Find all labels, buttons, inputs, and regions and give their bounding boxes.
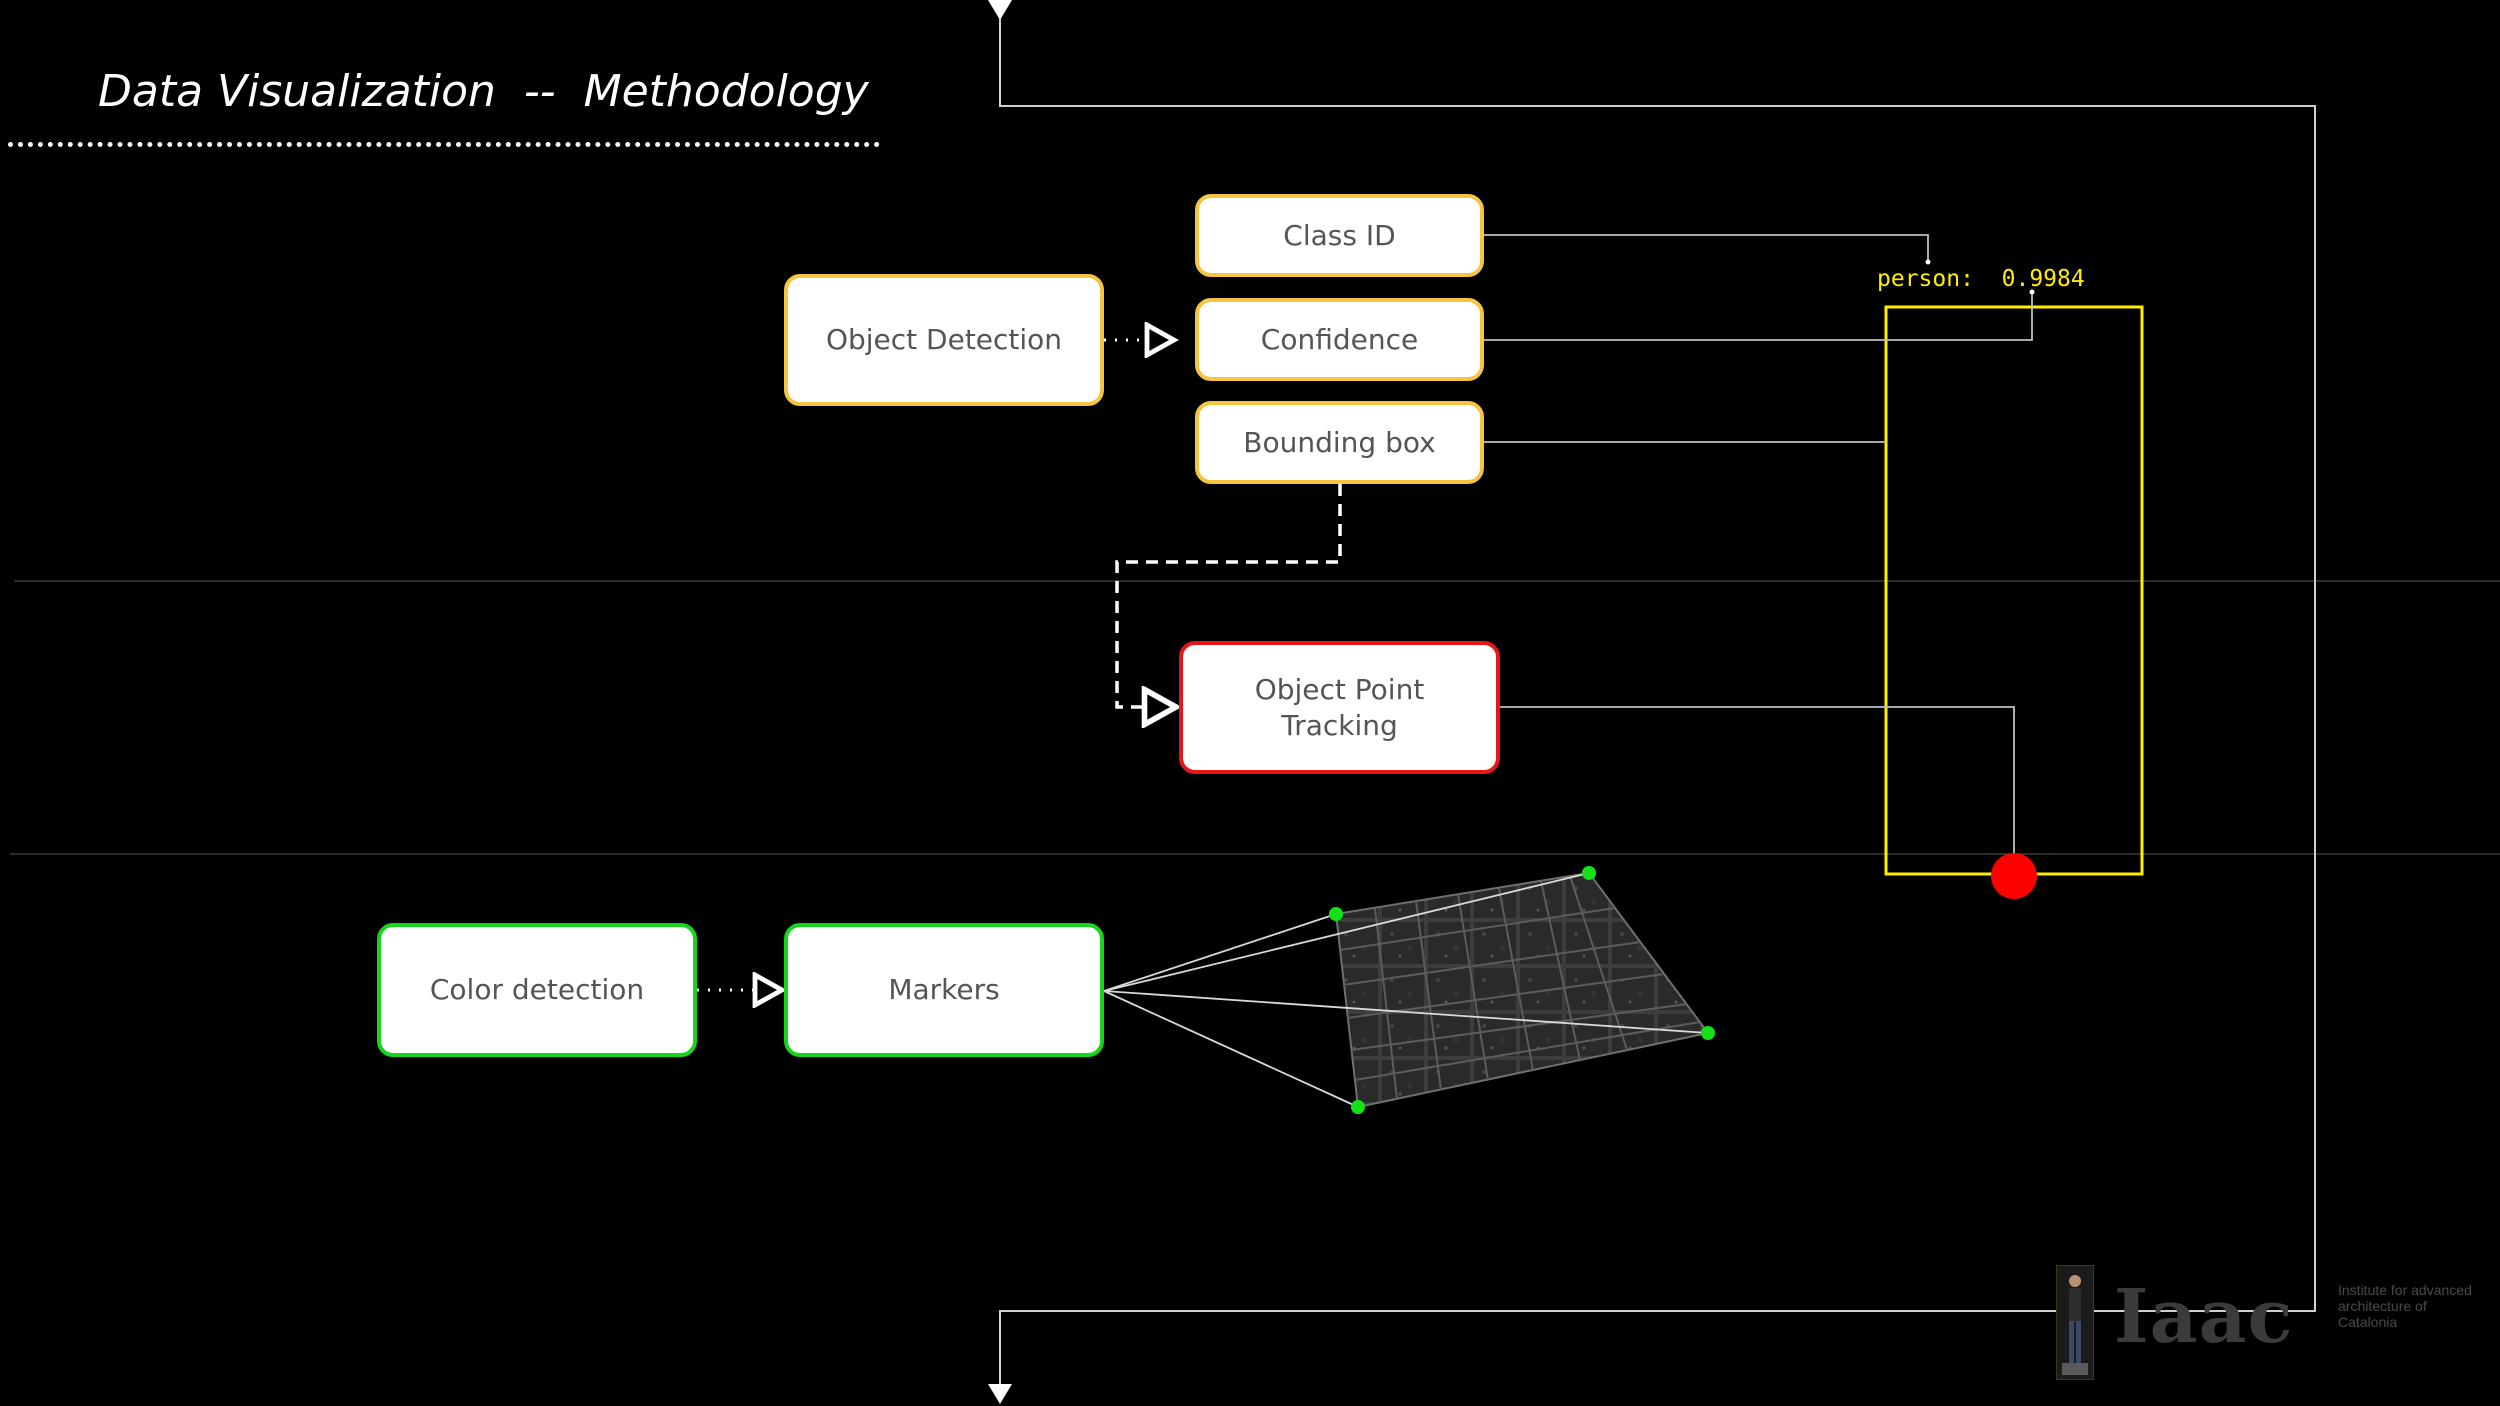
title-underline <box>8 142 880 147</box>
marker-point <box>1582 866 1596 880</box>
page-title: Data Visualization -- Methodology <box>98 66 869 117</box>
object-point-tracking-node: Object Point Tracking <box>1179 641 1500 774</box>
tracking-leader <box>1500 706 2015 856</box>
detection-confidence-label: person: 0.9984 <box>1877 266 2085 292</box>
flow-in-arrow <box>988 0 1012 20</box>
tracking-point <box>1991 853 2037 899</box>
flow-out-arrow <box>988 1384 1012 1404</box>
marker-point <box>1701 1026 1715 1040</box>
marker-point <box>1351 1100 1365 1114</box>
bounding-box-node: Bounding box <box>1195 401 1484 484</box>
confidence-node: Confidence <box>1195 298 1484 381</box>
color-detection-node: Color detection <box>377 923 697 1057</box>
marker-plane <box>1334 871 1710 1109</box>
object-detection-node: Object Detection <box>784 274 1104 406</box>
iaac-logo: Iaac <box>2114 1274 2294 1360</box>
flow-loop-line <box>999 10 2316 1392</box>
marker-point <box>1329 907 1343 921</box>
class-id-leader <box>1484 234 1929 262</box>
person-thumbnail <box>2056 1265 2094 1380</box>
iaac-logo-text: Institute for advanced architecture of C… <box>2338 1282 2472 1330</box>
bbox-to-tracking-arrow <box>1115 484 1342 707</box>
markers-node: Markers <box>784 923 1104 1057</box>
confidence-leader <box>1484 292 2033 341</box>
class-id-node: Class ID <box>1195 194 1484 277</box>
marker-rays <box>1103 872 1709 1108</box>
